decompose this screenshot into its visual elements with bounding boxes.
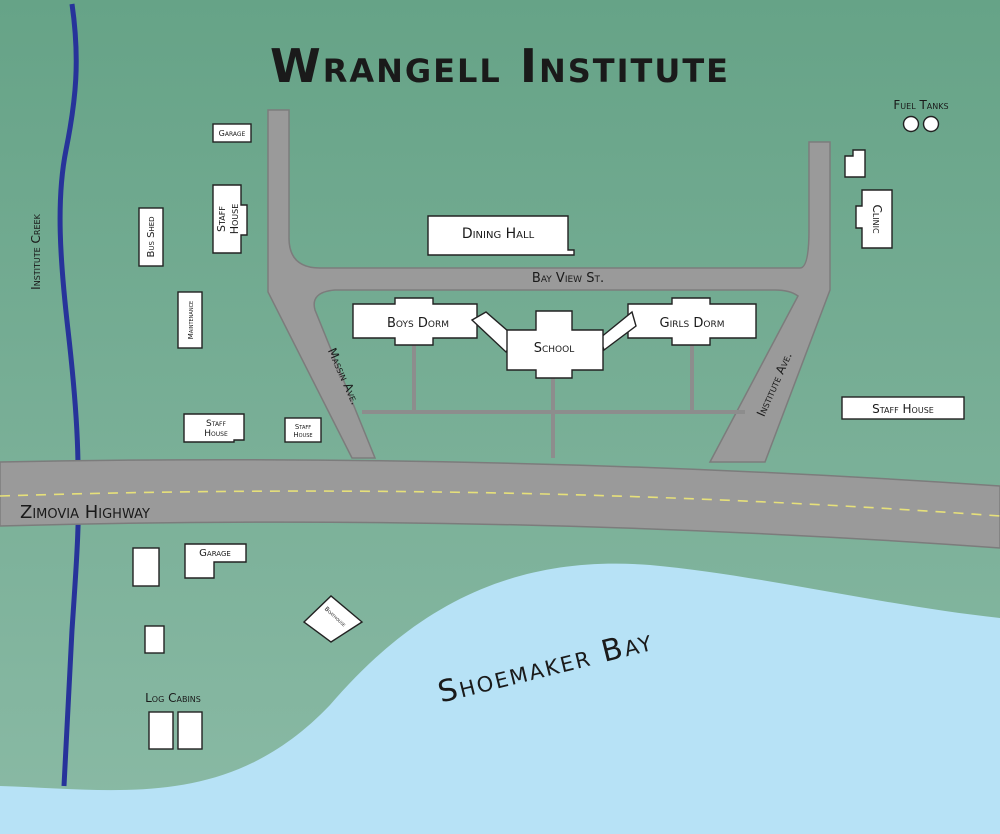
shoemaker-bay-water (0, 563, 1000, 834)
highway-centerline (0, 490, 1000, 517)
fuel-tank-1 (902, 115, 920, 133)
institute-creek (57, 3, 82, 787)
clinic-building (855, 189, 893, 249)
log-cabins-label: Log Cabins (145, 691, 201, 705)
ne-small-building (844, 149, 866, 178)
log-cabin-2 (177, 711, 203, 750)
maintenance-building (177, 291, 203, 349)
garage-north-building (212, 123, 252, 143)
girls-dorm-building (627, 297, 757, 346)
institute-creek-label: Institute Creek (29, 213, 43, 289)
south-building-1 (132, 547, 160, 587)
staff-house-east-building (841, 396, 965, 420)
staff-house-nw-label-2: House (228, 204, 241, 235)
dining-hall-building (427, 215, 575, 256)
bus-shed-label: Bus Shed (146, 216, 157, 257)
zimovia-highway-road (0, 458, 1000, 549)
road-network (0, 109, 1000, 549)
clinic-label: Clinic (870, 204, 884, 234)
bay-view-st-label: Bay View St. (532, 271, 604, 286)
staff-house-nw-label-1: Staff (215, 206, 228, 232)
school-label: School (534, 341, 575, 356)
girls-dorm-label: Girls Dorm (660, 316, 725, 331)
campus-road-loop (267, 109, 831, 463)
staff-house-w2-building (284, 417, 322, 443)
zimovia-highway-label: Zimovia Highway (20, 502, 150, 523)
map-title: Wrangell Institute (270, 39, 730, 93)
staff-house-w2-label-1: Staff (295, 423, 311, 431)
staff-house-w1-building (183, 413, 245, 443)
fuel-tanks-label: Fuel Tanks (893, 98, 948, 112)
boys-dorm-label: Boys Dorm (387, 316, 449, 331)
bus-shed-building (138, 207, 164, 267)
south-building-2 (144, 625, 165, 654)
fuel-tank-2 (922, 115, 940, 133)
log-cabin-1 (148, 711, 174, 750)
staff-house-w1-label-2: House (204, 429, 228, 439)
maintenance-label: Maintenance (187, 301, 195, 339)
staff-house-nw-building (212, 184, 248, 254)
buildings (132, 115, 965, 750)
staff-house-w2-label-2: House (293, 431, 312, 439)
staff-house-east-label: Staff House (872, 402, 934, 416)
boathouse-building (302, 595, 364, 643)
garage-south-label: Garage (199, 548, 231, 559)
dining-hall-label: Dining Hall (462, 226, 535, 242)
garage-south-building (184, 543, 247, 579)
boys-dorm-building (352, 297, 478, 346)
garage-north-label: Garage (219, 129, 246, 138)
school-building (506, 310, 604, 379)
staff-house-w1-label-1: Staff (206, 419, 226, 429)
walkways (362, 345, 745, 458)
